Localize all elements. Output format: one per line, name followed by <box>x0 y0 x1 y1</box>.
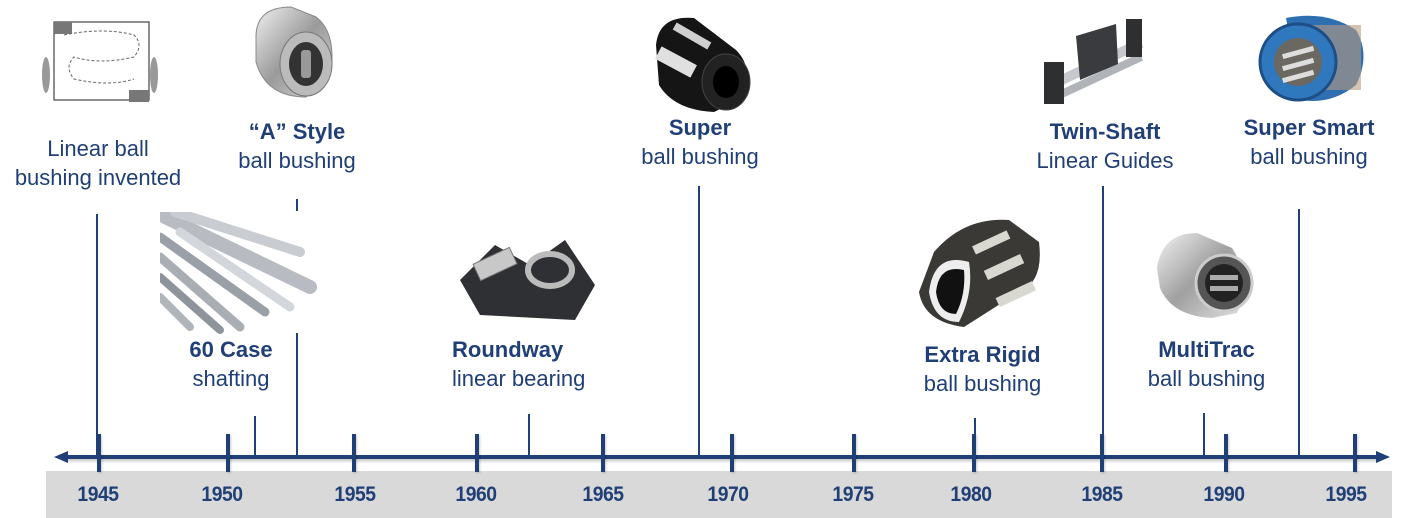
event-subtitle: bushing invented <box>14 165 182 190</box>
event-line-a-style <box>296 199 298 211</box>
tick-1985 <box>1100 434 1104 472</box>
tick-1995 <box>1353 434 1357 472</box>
event-line-invented <box>96 214 98 457</box>
year-label: 1970 <box>707 483 749 506</box>
super-bushing-icon <box>655 17 751 112</box>
event-subtitle: ball bushing <box>1147 366 1266 391</box>
year-label: 1945 <box>77 483 119 506</box>
event-label-multitrac: MultiTrac ball bushing <box>1134 335 1279 393</box>
year-label: 1960 <box>455 483 497 506</box>
event-title: Super Smart <box>1243 115 1375 140</box>
event-title: Super <box>668 115 732 140</box>
event-title: Twin-Shaft <box>1049 119 1161 144</box>
extra-rigid-bushing-icon <box>919 219 1040 327</box>
event-subtitle: ball bushing <box>641 144 759 169</box>
event-line-60-case <box>254 416 256 457</box>
event-line-super <box>698 186 700 457</box>
tick-1965 <box>601 434 605 472</box>
roundway-bearing-icon <box>460 240 595 320</box>
shafting-rods-icon <box>160 212 317 334</box>
year-label: 1990 <box>1203 483 1245 506</box>
tick-1950 <box>226 434 230 472</box>
super-smart-bushing-icon <box>1258 15 1364 102</box>
patent-drawing-icon <box>42 21 158 102</box>
event-label-extra-rigid: Extra Rigid ball bushing <box>905 340 1060 398</box>
tick-1975 <box>852 434 856 472</box>
event-subtitle: ball bushing <box>923 371 1042 396</box>
event-line-multitrac <box>1203 413 1205 457</box>
event-subtitle: linear bearing <box>452 366 586 391</box>
event-title: Linear ball <box>47 136 149 161</box>
tick-1990 <box>1224 434 1228 472</box>
timeline-axis <box>66 455 1378 459</box>
event-title: 60 Case <box>189 337 273 362</box>
event-line-twin-shaft <box>1102 186 1104 457</box>
event-title: Extra Rigid <box>924 342 1041 367</box>
year-label: 1980 <box>950 483 992 506</box>
event-title: “A” Style <box>248 119 346 144</box>
tick-1970 <box>730 434 734 472</box>
year-label: 1985 <box>1081 483 1123 506</box>
event-line-roundway <box>528 414 530 457</box>
event-label-twin-shaft: Twin-Shaft Linear Guides <box>1025 117 1185 175</box>
year-label: 1950 <box>201 483 243 506</box>
arrow-left-icon <box>54 451 68 463</box>
a-style-bushing-icon <box>255 6 333 98</box>
event-label-roundway: Roundway linear bearing <box>452 335 602 393</box>
tick-1955 <box>352 434 356 472</box>
tick-1945 <box>97 434 101 472</box>
year-band <box>46 471 1392 518</box>
arrow-right-icon <box>1376 451 1390 463</box>
year-label: 1975 <box>832 483 874 506</box>
event-label-super: Super ball bushing <box>630 113 770 171</box>
twin-shaft-guide-icon <box>1044 19 1144 104</box>
year-label: 1995 <box>1325 483 1367 506</box>
event-subtitle: ball bushing <box>1250 144 1368 169</box>
event-line-super-smart <box>1298 209 1300 457</box>
multitrac-bushing-icon <box>1157 233 1254 318</box>
event-title: Roundway <box>452 337 564 362</box>
event-line-a-style-lower <box>296 333 298 457</box>
event-label-super-smart: Super Smart ball bushing <box>1226 113 1392 171</box>
event-label-60-case: 60 Case shafting <box>176 335 286 393</box>
event-subtitle: ball bushing <box>238 148 356 173</box>
year-label: 1955 <box>334 483 376 506</box>
tick-1960 <box>475 434 479 472</box>
event-subtitle: shafting <box>192 366 270 391</box>
event-subtitle: Linear Guides <box>1036 148 1174 173</box>
event-label-invented: Linear ball bushing invented <box>6 134 190 192</box>
event-label-a-style: “A” Style ball bushing <box>222 117 372 175</box>
event-title: MultiTrac <box>1158 337 1255 362</box>
year-label: 1965 <box>582 483 624 506</box>
tick-1980 <box>972 434 976 472</box>
